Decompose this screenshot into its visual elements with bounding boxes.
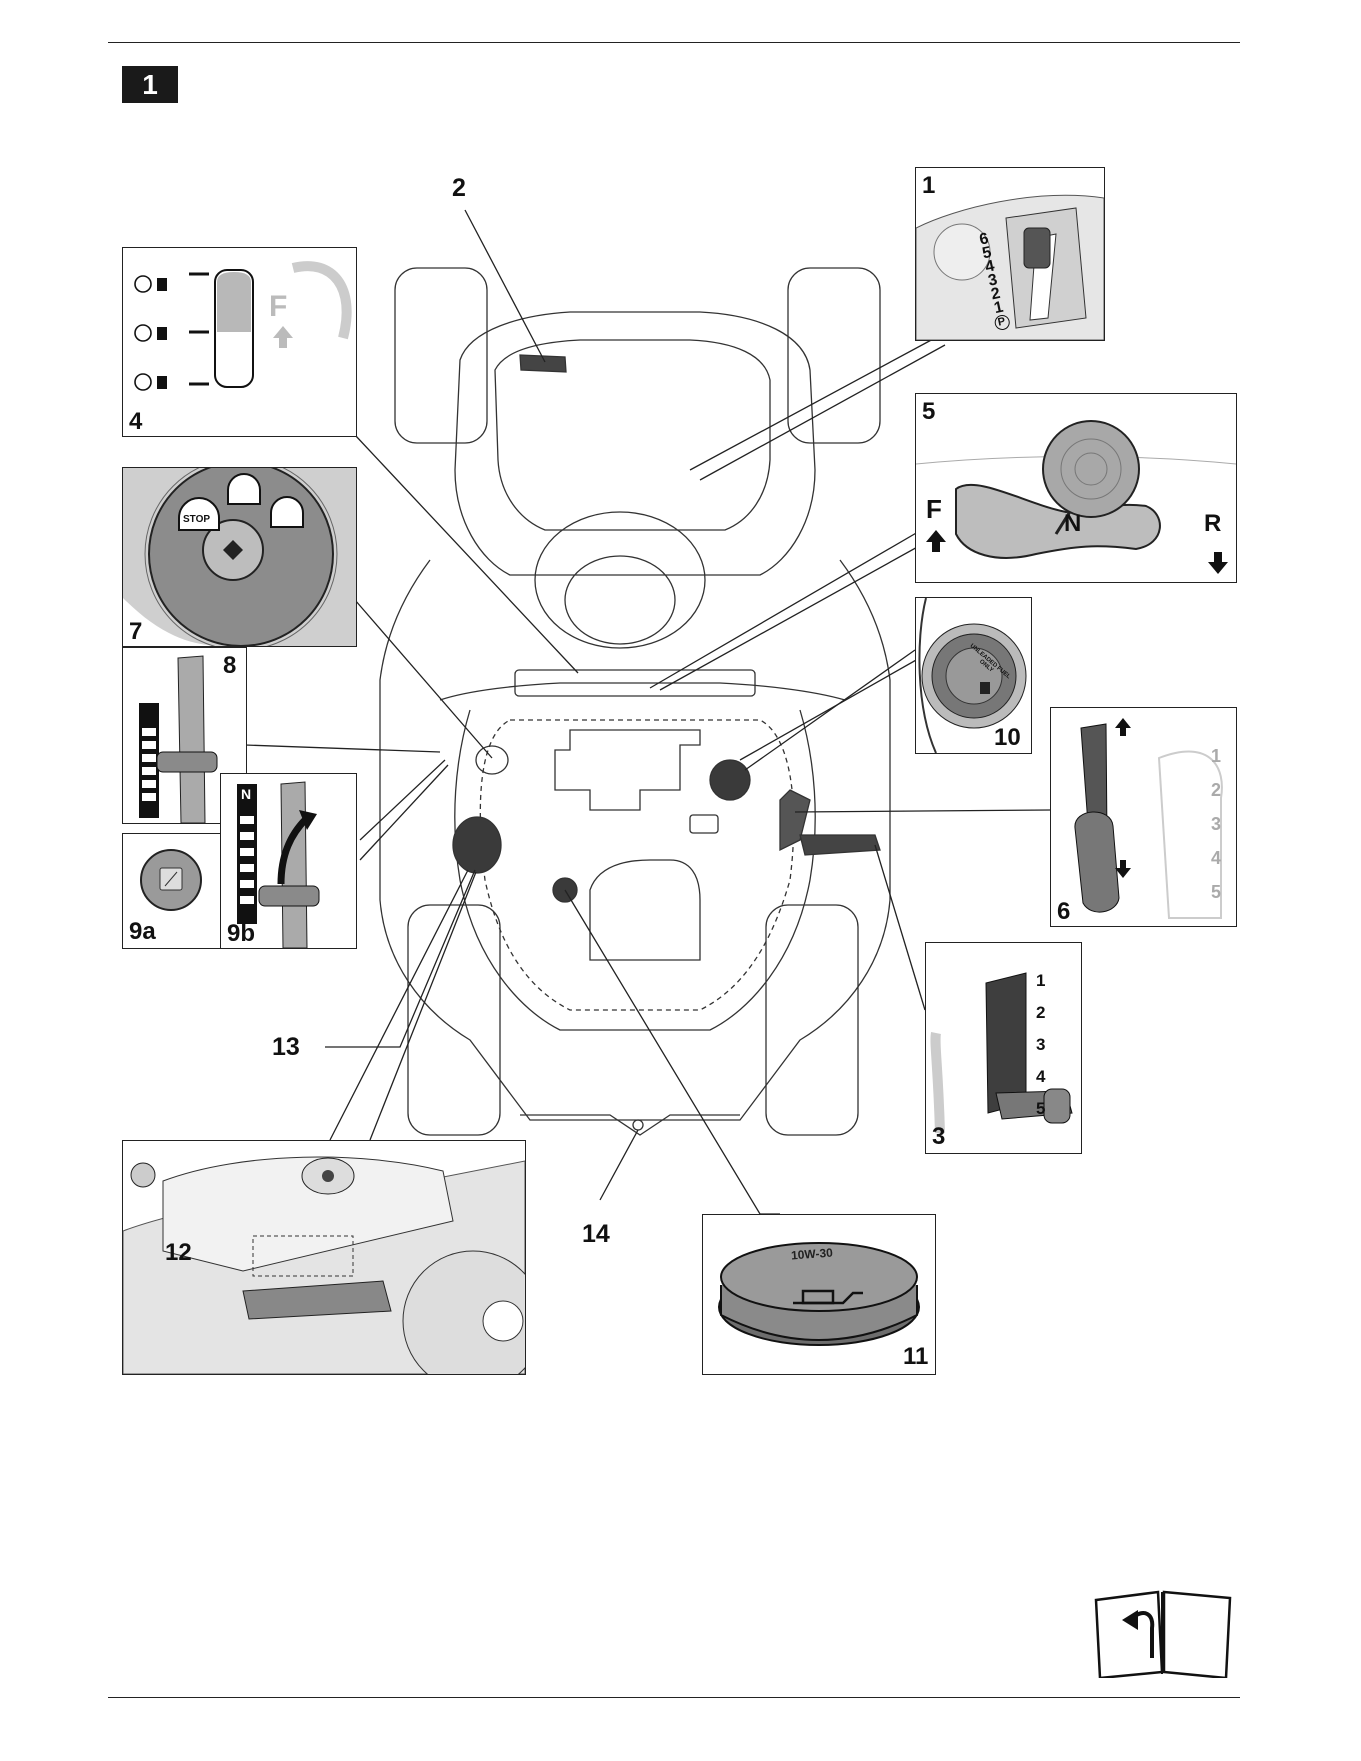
callout-2: 2 bbox=[452, 176, 466, 201]
rear-wheel-left bbox=[395, 268, 487, 443]
blade-position-1: 1 bbox=[1211, 746, 1221, 767]
seat-frame bbox=[455, 312, 815, 575]
ignition-lock-body bbox=[476, 746, 508, 774]
callout-14: 14 bbox=[582, 1222, 610, 1247]
blade-position-3: 3 bbox=[1211, 814, 1221, 835]
steering-wheel-inner bbox=[565, 556, 675, 644]
panel-4-label: 4 bbox=[129, 410, 142, 434]
bonnet-vent bbox=[690, 815, 718, 833]
leader-11 bbox=[565, 890, 780, 1214]
ignition-switch-drawing bbox=[123, 468, 356, 646]
panel-3-label: 3 bbox=[932, 1125, 945, 1149]
panel-1-gear-selector: 1 6 5 4 3 2 1 P bbox=[915, 167, 1105, 341]
ignition-stop-label: STOP bbox=[183, 514, 210, 525]
oil-cap-drawing bbox=[703, 1215, 935, 1374]
height-lever-drawing bbox=[926, 943, 1081, 1153]
height-position-4: 4 bbox=[1036, 1067, 1045, 1087]
panel-4-fuel-gauge: F 4 bbox=[122, 247, 357, 437]
blade-lever-drawing bbox=[1051, 708, 1236, 926]
drive-reverse-letter: R bbox=[1204, 510, 1221, 538]
height-lever-positions: 1 2 3 4 5 bbox=[1036, 971, 1045, 1119]
oil-cap-text: 10W-30 bbox=[791, 1246, 834, 1263]
panel-3-cutting-height: 1 2 3 4 5 3 bbox=[925, 942, 1082, 1154]
panel-5-label: 5 bbox=[922, 400, 935, 424]
height-lever-handle bbox=[800, 835, 880, 855]
panel-10-fuel-cap: UNLEADED FUEL ONLY 10 bbox=[915, 597, 1032, 754]
throttle-knob-body bbox=[453, 817, 501, 873]
steering-wheel-outer bbox=[535, 512, 705, 648]
fuel-cap-body bbox=[710, 760, 750, 800]
height-position-1: 1 bbox=[1036, 971, 1045, 991]
panel-9b-throttle-neutral: N 9b bbox=[220, 773, 357, 949]
leader-3 bbox=[875, 845, 925, 1010]
panel-9a-label: 9a bbox=[129, 920, 156, 944]
leader-8 bbox=[245, 745, 440, 752]
panel-5-drive-direction: 5 F N R bbox=[915, 393, 1237, 583]
drive-neutral-letter: N bbox=[1064, 510, 1081, 538]
drive-forward-letter: F bbox=[926, 494, 942, 525]
front-wheel-left bbox=[408, 905, 500, 1135]
leader-9b bbox=[360, 765, 448, 860]
engine-hatch-dashed bbox=[480, 720, 793, 1010]
panel-7-ignition-switch: STOP 7 bbox=[122, 467, 357, 647]
blade-position-4: 4 bbox=[1211, 848, 1221, 869]
panel-6-label: 6 bbox=[1057, 900, 1070, 924]
panel-12-label: 12 bbox=[165, 1241, 192, 1265]
height-position-5: 5 bbox=[1036, 1099, 1045, 1119]
panel-6-blade-engagement: 1 2 3 4 5 6 bbox=[1050, 707, 1237, 927]
bonnet-lower bbox=[590, 860, 700, 960]
fuel-gauge-forward-letter: F bbox=[269, 290, 287, 324]
callout-13: 13 bbox=[272, 1035, 300, 1060]
bonnet-cutout bbox=[555, 730, 700, 810]
leader-1b bbox=[700, 345, 945, 480]
dashboard-top bbox=[440, 683, 845, 700]
tow-point bbox=[633, 1120, 643, 1130]
front-wheel-right bbox=[766, 905, 858, 1135]
fuel-gauge-drawing bbox=[123, 248, 356, 436]
panel-12-compartment: 12 bbox=[122, 1140, 526, 1375]
panel-9b-label: 9b bbox=[227, 922, 255, 946]
read-manual-book-icon bbox=[1092, 1588, 1234, 1678]
blade-position-5: 5 bbox=[1211, 882, 1221, 903]
drive-pedal-drawing bbox=[916, 394, 1236, 582]
leader-4 bbox=[355, 435, 578, 673]
panel-11-oil-cap: 10W-30 11 bbox=[702, 1214, 936, 1375]
leader-2 bbox=[465, 210, 545, 362]
height-position-3: 3 bbox=[1036, 1035, 1045, 1055]
height-position-2: 2 bbox=[1036, 1003, 1045, 1023]
neutral-mark: N bbox=[241, 786, 251, 802]
panel-11-label: 11 bbox=[903, 1345, 928, 1369]
leader-14 bbox=[600, 1130, 638, 1200]
panel-9a-indicator: 9a bbox=[122, 833, 222, 949]
leader-7 bbox=[355, 600, 492, 758]
leader-1a bbox=[690, 338, 935, 470]
rear-wheel-right bbox=[788, 268, 880, 443]
blade-lever-positions: 1 2 3 4 5 bbox=[1211, 746, 1221, 903]
blade-position-2: 2 bbox=[1211, 780, 1221, 801]
leader-6 bbox=[795, 810, 1050, 812]
leader-12b bbox=[370, 872, 476, 1140]
panel-8-label: 8 bbox=[223, 654, 236, 678]
panel-10-label: 10 bbox=[994, 726, 1021, 750]
panel-7-label: 7 bbox=[129, 620, 142, 644]
leader-9a bbox=[360, 760, 445, 840]
